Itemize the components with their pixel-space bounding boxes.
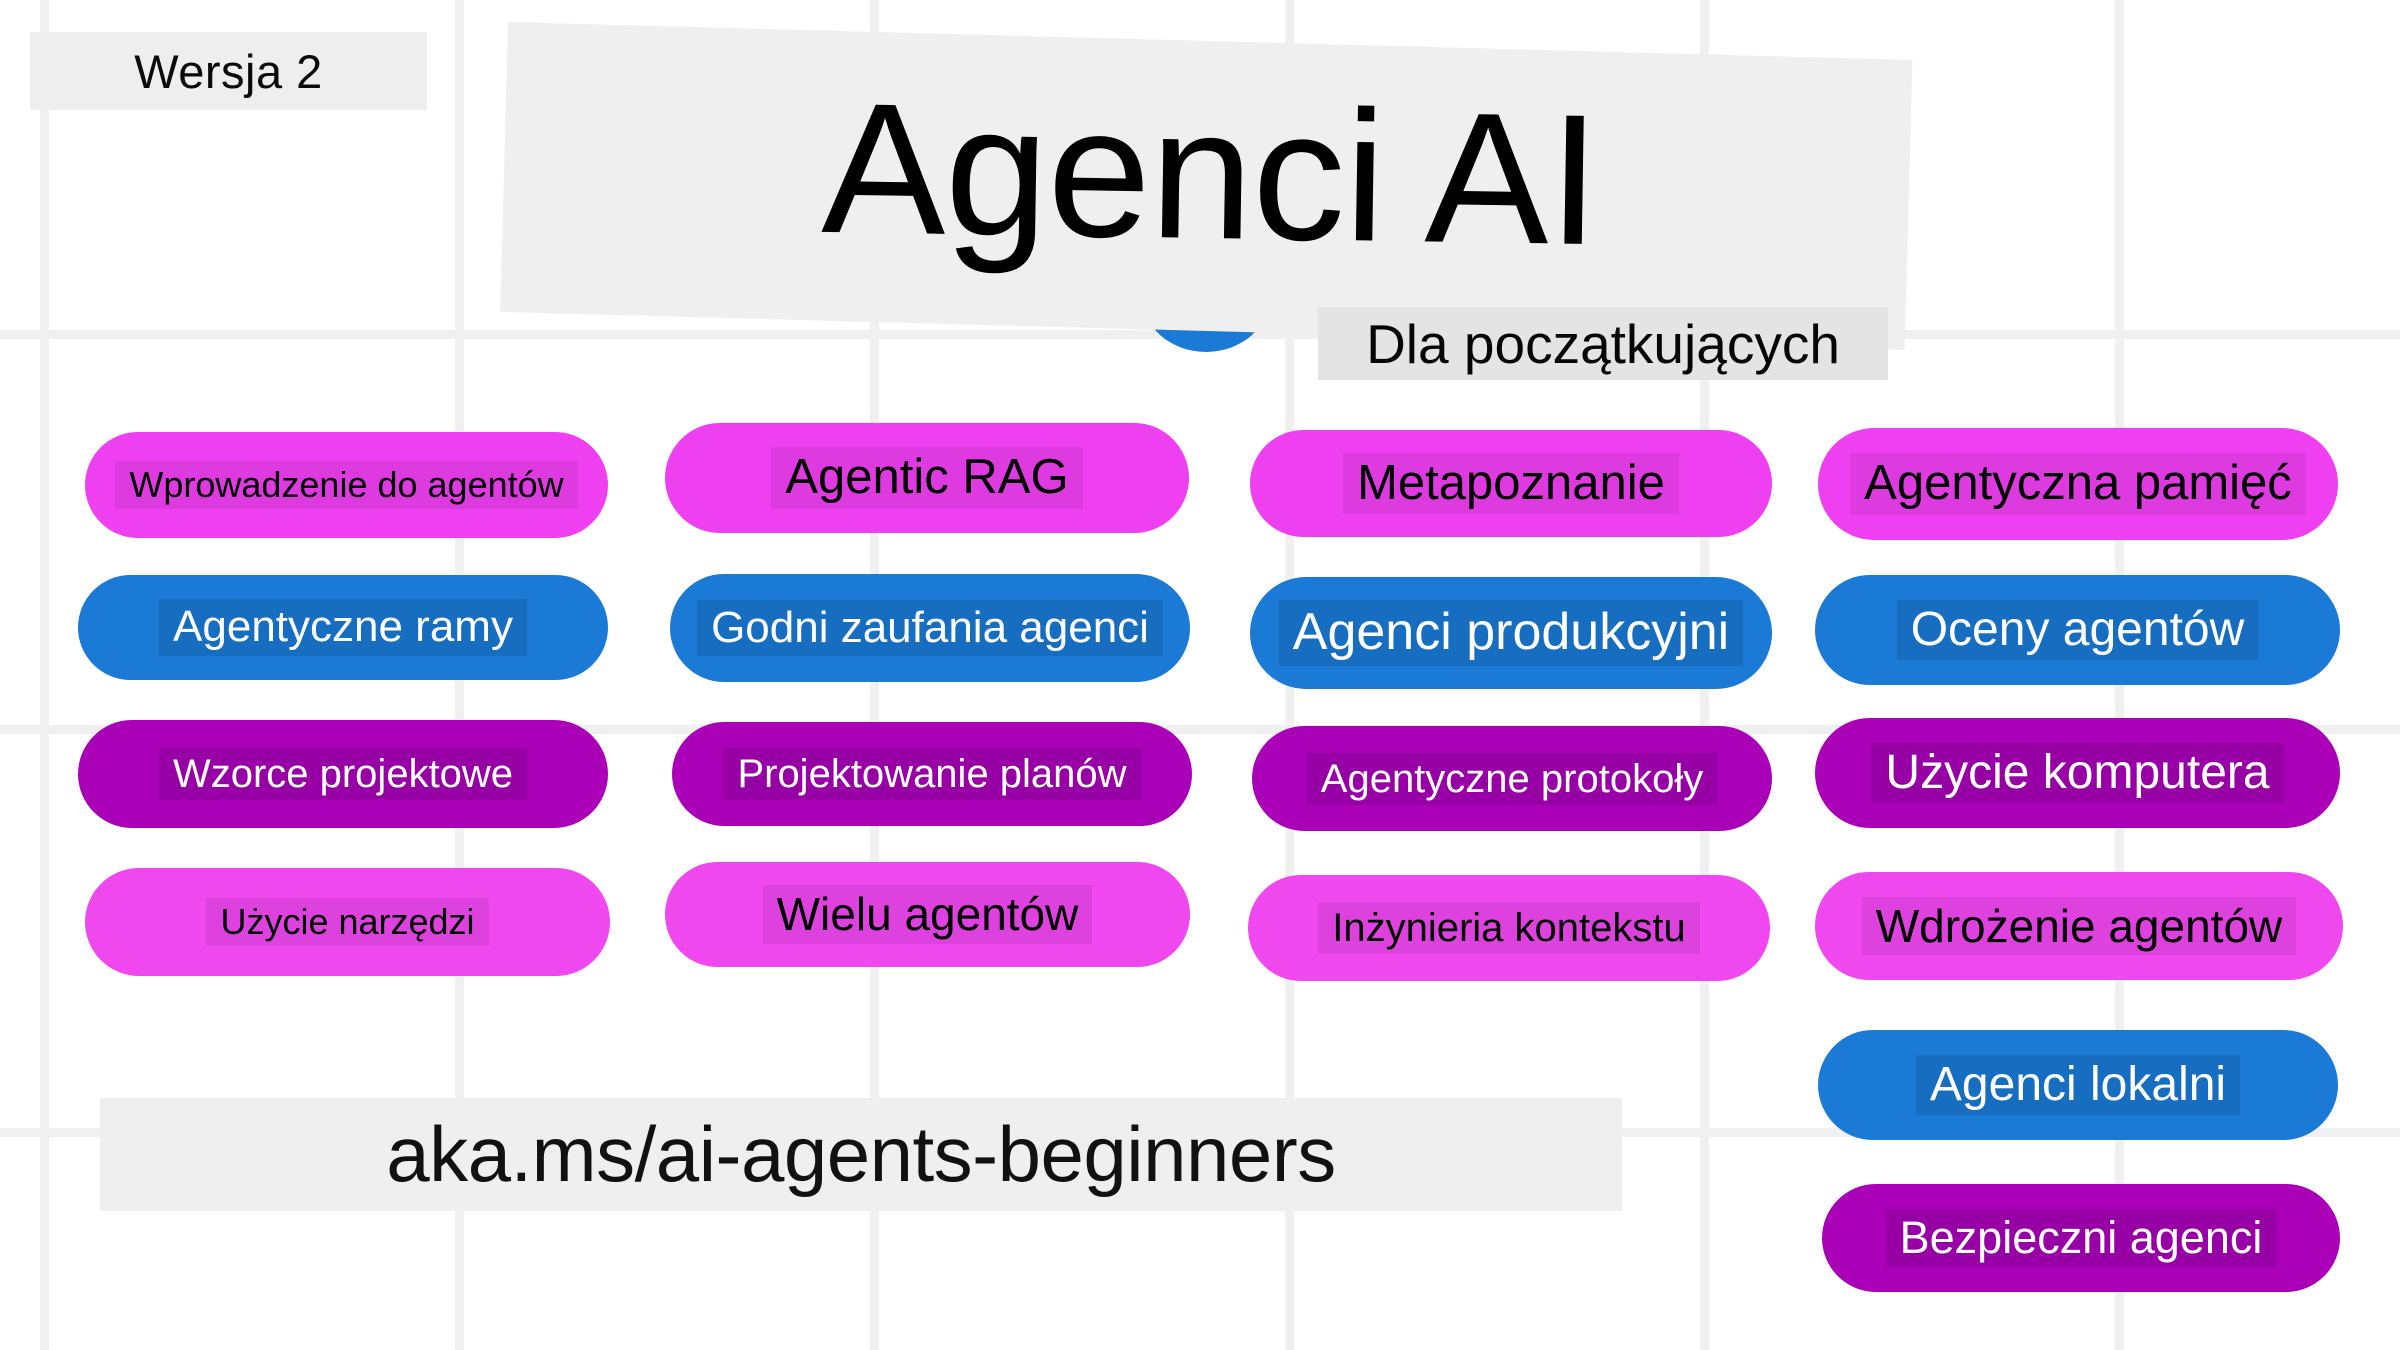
topic-pill-label: Agentyczne protokoły xyxy=(1306,752,1718,805)
topic-pill[interactable]: Projektowanie planów xyxy=(672,722,1192,826)
topic-pill-label: Agentyczna pamięć xyxy=(1850,453,2306,515)
grid-line-vertical-0 xyxy=(40,0,49,1350)
subtitle-band: Dla początkujących xyxy=(1318,307,1888,380)
topic-pill[interactable]: Metapoznanie xyxy=(1250,430,1772,537)
topic-pill[interactable]: Wzorce projektowe xyxy=(78,720,608,828)
topic-pill-label: Wdrożenie agentów xyxy=(1861,896,2297,956)
topic-pill-label: Metapoznanie xyxy=(1343,452,1679,515)
topic-pill[interactable]: Bezpieczni agenci xyxy=(1822,1184,2340,1292)
topic-pill-label: Agenci lokalni xyxy=(1915,1054,2241,1116)
url-band xyxy=(100,1098,1622,1211)
topic-pill-label: Agentyczne ramy xyxy=(159,599,527,656)
topic-pill[interactable]: Agenci lokalni xyxy=(1818,1030,2338,1140)
topic-pill-label: Wzorce projektowe xyxy=(158,748,528,800)
topic-pill[interactable]: Wdrożenie agentów xyxy=(1815,872,2343,980)
topic-pill[interactable]: Agentyczne protokoły xyxy=(1252,726,1772,831)
topic-pill-label: Wprowadzenie do agentów xyxy=(115,461,578,509)
topic-pill[interactable]: Agenci produkcyjni xyxy=(1250,577,1772,689)
page-title-text: Agenci AI xyxy=(820,64,1601,285)
topic-pill-label: Użycie narzędzi xyxy=(206,898,489,946)
topic-pill-label: Wielu agentów xyxy=(762,885,1093,944)
topic-pill[interactable]: Agentyczna pamięć xyxy=(1818,428,2338,540)
topic-pill[interactable]: Agentic RAG xyxy=(665,423,1189,533)
course-url-text: aka.ms/ai-agents-beginners xyxy=(386,1110,1336,1198)
topic-pill[interactable]: Użycie komputera xyxy=(1815,718,2340,828)
topic-pill[interactable]: Wprowadzenie do agentów xyxy=(85,432,608,538)
version-tag: Wersja 2 xyxy=(30,32,427,110)
topic-pill[interactable]: Oceny agentów xyxy=(1815,575,2340,685)
topic-pill[interactable]: Wielu agentów xyxy=(665,862,1190,967)
topic-pill-label: Projektowanie planów xyxy=(723,748,1141,800)
topic-pill-label: Oceny agentów xyxy=(1896,599,2259,661)
topic-pill-label: Agentic RAG xyxy=(771,447,1083,509)
subtitle-text: Dla początkujących xyxy=(1366,312,1840,375)
topic-pill-label: Godni zaufania agenci xyxy=(697,599,1163,657)
topic-pill[interactable]: Agentyczne ramy xyxy=(78,575,608,680)
topic-pill-label: Użycie komputera xyxy=(1871,742,2284,804)
page-title: Agenci AI xyxy=(506,29,1915,321)
topic-pill[interactable]: Godni zaufania agenci xyxy=(670,574,1190,682)
topic-pill-label: Agenci produkcyjni xyxy=(1278,600,1744,666)
topic-pill[interactable]: Inżynieria kontekstu xyxy=(1248,875,1770,981)
topic-pill-label: Bezpieczni agenci xyxy=(1885,1209,2277,1267)
course-url[interactable]: aka.ms/ai-agents-beginners xyxy=(100,1098,1622,1211)
topic-pill[interactable]: Użycie narzędzi xyxy=(85,868,610,976)
version-label: Wersja 2 xyxy=(134,44,323,98)
topic-pill-label: Inżynieria kontekstu xyxy=(1318,902,1700,954)
